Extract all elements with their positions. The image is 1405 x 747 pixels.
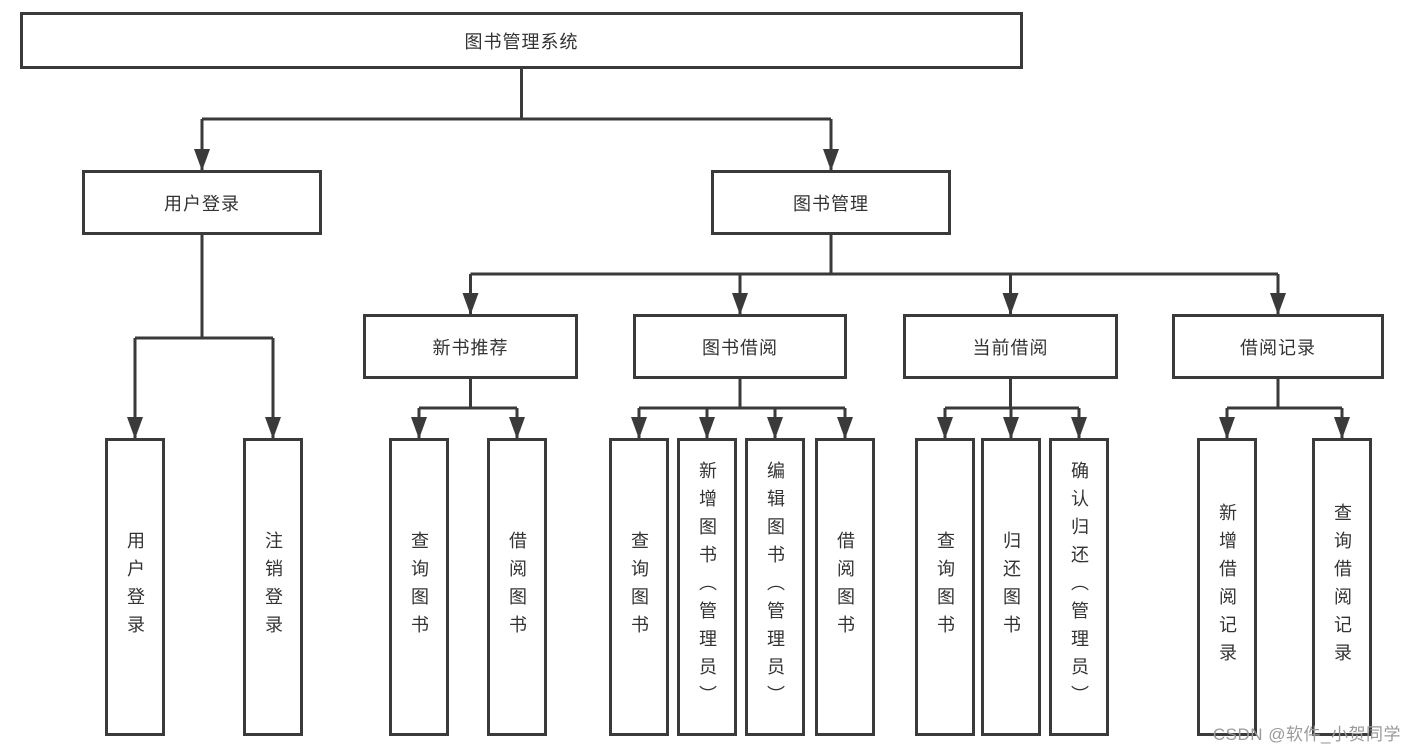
node-borrow-records: 借阅记录 [1172, 314, 1384, 379]
node-book-borrow: 图书借阅 [633, 314, 847, 379]
leaf-add-borrow-record-label: 新增借阅记录 [1217, 503, 1237, 671]
node-current-borrow: 当前借阅 [903, 314, 1118, 379]
leaf-borrow-books-recommend-label: 借阅图书 [507, 531, 527, 643]
leaf-edit-books-admin: 编辑图书（管理员） [745, 438, 805, 736]
node-book-management-label: 图书管理 [793, 193, 869, 214]
node-user-login: 用户登录 [82, 170, 322, 235]
leaf-confirm-return-admin-label: 确认归还（管理员） [1069, 461, 1089, 713]
node-new-book-recommend: 新书推荐 [363, 314, 578, 379]
leaf-query-borrow-record-label: 查询借阅记录 [1332, 503, 1352, 671]
leaf-query-books-borrow: 查询图书 [609, 438, 669, 736]
leaf-confirm-return-admin: 确认归还（管理员） [1049, 438, 1109, 736]
leaf-user-login-label: 用户登录 [125, 531, 145, 643]
leaf-query-books-current: 查询图书 [915, 438, 975, 736]
leaf-borrow-books-recommend: 借阅图书 [487, 438, 547, 736]
leaf-query-books-recommend-label: 查询图书 [409, 531, 429, 643]
leaf-query-books-current-label: 查询图书 [935, 531, 955, 643]
node-user-login-label: 用户登录 [164, 193, 240, 214]
leaf-add-borrow-record: 新增借阅记录 [1197, 438, 1257, 736]
leaf-user-login: 用户登录 [105, 438, 165, 736]
node-book-borrow-label: 图书借阅 [702, 337, 778, 358]
leaf-edit-books-admin-label: 编辑图书（管理员） [765, 461, 785, 713]
leaf-return-books-label: 归还图书 [1001, 531, 1021, 643]
leaf-borrow-books: 借阅图书 [815, 438, 875, 736]
leaf-logout-label: 注销登录 [263, 531, 283, 643]
leaf-query-books-borrow-label: 查询图书 [629, 531, 649, 643]
leaf-logout: 注销登录 [243, 438, 303, 736]
leaf-return-books: 归还图书 [981, 438, 1041, 736]
node-borrow-records-label: 借阅记录 [1240, 337, 1316, 358]
node-book-management: 图书管理 [711, 170, 951, 235]
leaf-add-books-admin-label: 新增图书（管理员） [697, 461, 717, 713]
node-current-borrow-label: 当前借阅 [972, 337, 1049, 358]
leaf-query-books-recommend: 查询图书 [389, 438, 449, 736]
node-library-system-label: 图书管理系统 [464, 31, 579, 52]
csdn-watermark: CSDN @软件_小贺同学 [1212, 725, 1401, 744]
node-library-system: 图书管理系统 [20, 12, 1023, 69]
leaf-borrow-books-label: 借阅图书 [835, 531, 855, 643]
leaf-add-books-admin: 新增图书（管理员） [677, 438, 737, 736]
node-new-book-recommend-label: 新书推荐 [432, 337, 509, 358]
leaf-query-borrow-record: 查询借阅记录 [1312, 438, 1372, 736]
